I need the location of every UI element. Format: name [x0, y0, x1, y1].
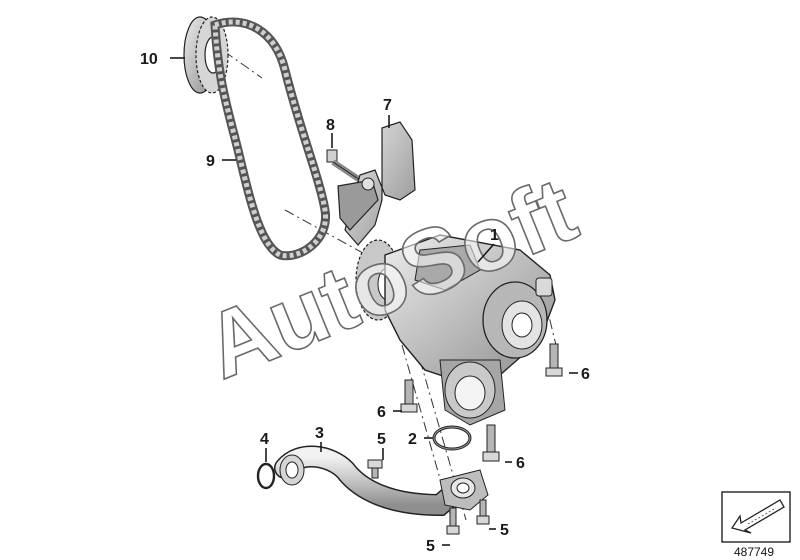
leader-lines	[170, 57, 578, 546]
chain-part-9	[210, 17, 330, 261]
callout-5c: 5	[500, 522, 509, 539]
callout-5a: 5	[377, 431, 386, 448]
o-ring-part-4	[256, 462, 276, 490]
direction-symbol-box	[721, 491, 791, 543]
callout-6a: 6	[581, 366, 590, 383]
callout-2: 2	[408, 431, 417, 448]
bolt-part-5-lower-right	[476, 499, 490, 525]
callout-10: 10	[140, 51, 158, 68]
bolt-part-6-right	[545, 343, 563, 377]
bolt-part-5-upper	[367, 459, 383, 479]
diagram-number: 487749	[734, 545, 774, 559]
oil-pipe-part-3	[274, 445, 489, 517]
callout-6c: 6	[516, 455, 525, 472]
bolt-part-6-lower	[482, 424, 500, 462]
callout-6b: 6	[377, 404, 386, 421]
callout-8: 8	[326, 117, 335, 134]
callout-9: 9	[206, 153, 215, 170]
callout-5b: 5	[426, 538, 435, 555]
callouts: 10 9 8 7 1 6 6 2 3 4 5 6 5 5	[140, 51, 590, 555]
bolt-part-6-left	[400, 379, 418, 413]
callout-1: 1	[490, 227, 499, 244]
callout-3: 3	[315, 425, 324, 442]
bolt-part-8	[326, 149, 362, 183]
bolt-part-5-lower-left	[446, 507, 460, 535]
oil-pump-part-1	[355, 234, 556, 426]
callout-7: 7	[383, 97, 392, 114]
callout-4: 4	[260, 431, 269, 448]
o-ring-part-2	[432, 425, 472, 451]
tensioner-part-7	[337, 121, 416, 246]
arrow-icon	[730, 499, 785, 534]
